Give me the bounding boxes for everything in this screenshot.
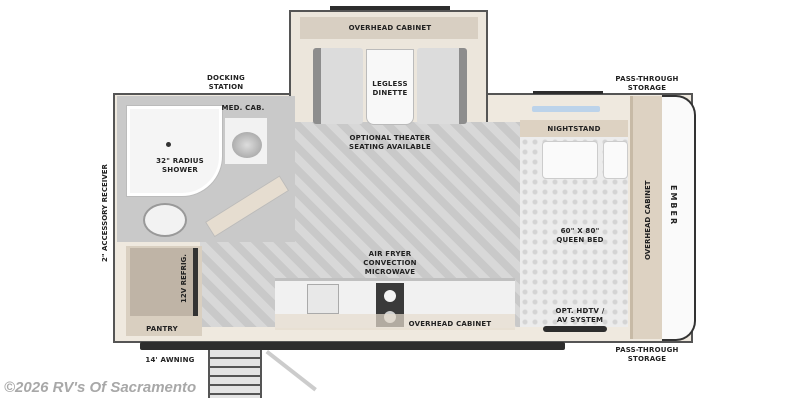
refrigerator-label: 12V REFRIG.	[180, 254, 188, 303]
toilet-icon	[143, 203, 187, 237]
awning-label: 14' AWNING	[145, 356, 195, 364]
hdtv-label: OPT. HDTV / AV SYSTEM	[555, 307, 605, 324]
pass-through-top-label: PASS-THROUGH STORAGE	[615, 75, 679, 92]
shower-drain-icon	[166, 142, 171, 147]
brand-logo: EMBER	[669, 185, 678, 227]
overhead-cabinet-bottom-label: OVERHEAD CABINET	[408, 320, 492, 328]
entry-door[interactable]	[265, 350, 317, 392]
kitchen-sink	[307, 284, 339, 314]
microwave-label: AIR FRYER CONVECTION MICROWAVE	[363, 250, 417, 276]
optional-theater-label: OPTIONAL THEATER SEATING AVAILABLE	[349, 134, 431, 151]
overhead-cabinet-bottom-strip	[275, 314, 515, 330]
awning-bar	[140, 342, 565, 350]
entry-steps[interactable]	[208, 350, 262, 398]
overhead-cabinet-top-label: OVERHEAD CABINET	[348, 24, 432, 32]
docking-station-label: DOCKING STATION	[207, 74, 245, 91]
pantry-label: PANTRY	[146, 325, 178, 333]
dinette-table	[366, 49, 414, 125]
pass-through-bottom-label: PASS-THROUGH STORAGE	[615, 346, 679, 363]
overhead-cabinet-right-label: OVERHEAD CABINET	[644, 180, 652, 260]
overhead-cabinet-top	[300, 17, 478, 39]
dinette-top-bar	[330, 6, 450, 10]
med-cab-label: MED. CAB.	[221, 104, 265, 112]
skylight	[532, 106, 600, 112]
pillow-left	[542, 141, 598, 179]
accessory-receiver-label: 2" ACCESSORY RECEIVER	[101, 164, 109, 262]
dinette-seat-left	[313, 48, 363, 124]
shower	[127, 106, 222, 196]
shower-label: 32" RADIUS SHOWER	[156, 157, 204, 174]
overhead-cabinet-right	[630, 96, 662, 339]
tv-bar	[543, 326, 607, 332]
queen-bed-label: 60" X 80" QUEEN BED	[556, 227, 604, 244]
pass-through-top-bar	[533, 91, 603, 94]
burner-icon	[384, 290, 396, 302]
dinette-seat-right	[417, 48, 467, 124]
pillow-right	[603, 141, 628, 179]
nightstand	[520, 120, 628, 137]
front-cap	[662, 95, 696, 341]
refrigerator	[130, 248, 198, 316]
legless-dinette-label: LEGLESS DINETTE	[372, 80, 408, 97]
sink-icon	[232, 132, 262, 158]
watermark: ©2026 RV's Of Sacramento	[4, 379, 197, 396]
nightstand-label: NIGHTSTAND	[547, 125, 601, 133]
